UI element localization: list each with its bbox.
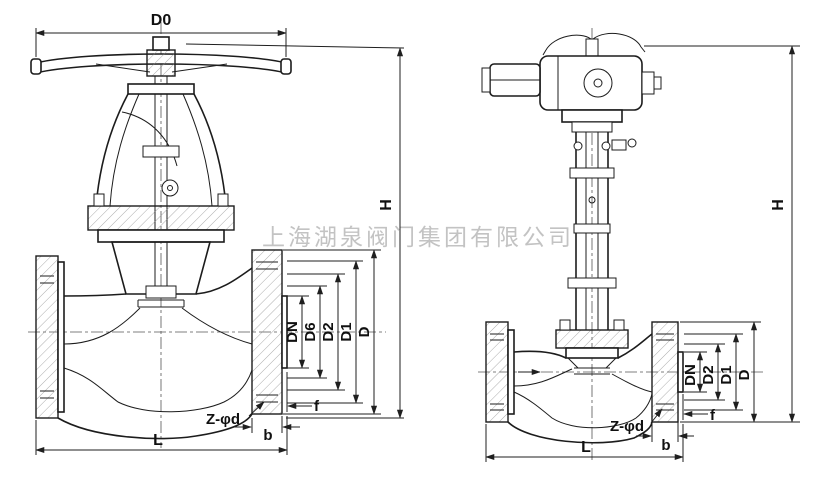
dim-label-d-left: D xyxy=(356,326,373,337)
dim-label-d-right: D xyxy=(736,369,753,380)
dim-label-d1-right: D1 xyxy=(718,365,735,384)
body-bottom xyxy=(507,421,653,444)
left-valve-drawing: D0 H DN D6 D2 D1 xyxy=(28,12,405,455)
bonnet-bolt xyxy=(613,319,625,331)
outlet-flange xyxy=(651,321,679,423)
dim-label-h-right: H xyxy=(770,199,787,211)
valve-disc xyxy=(145,285,177,299)
left-valve-dimensions: D0 H DN D6 D2 D1 xyxy=(35,12,405,455)
raised-face xyxy=(677,351,684,393)
dim-label-b-left: b xyxy=(263,427,272,444)
bonnet-bolt xyxy=(559,319,571,331)
dim-label-d2-right: D2 xyxy=(700,365,717,384)
actuator-housing xyxy=(539,55,643,111)
watermark-text: 上海湖泉阀门集团有限公司 xyxy=(262,224,574,250)
inlet-flange xyxy=(35,255,59,419)
right-valve-dimensions: H DN D2 D1 D f xyxy=(485,45,800,462)
actuator-knob xyxy=(641,71,655,95)
dim-label-b-right: b xyxy=(661,437,670,454)
position-indicator xyxy=(161,179,179,197)
bonnet-bolt xyxy=(217,193,229,207)
outlet-flange xyxy=(251,249,283,415)
right-valve-drawing: H DN D2 D1 D f xyxy=(478,28,800,462)
yoke xyxy=(95,83,227,207)
dim-label-l-right: L xyxy=(581,439,591,456)
dim-label-f-left: f xyxy=(314,398,320,415)
stem-nut xyxy=(152,36,170,51)
dim-label-dn-right: DN xyxy=(682,364,699,386)
bonnet-bolt xyxy=(93,193,105,207)
dim-label-l-left: L xyxy=(153,432,163,449)
inlet-flange xyxy=(485,321,509,423)
actuator-column xyxy=(561,109,637,330)
override-handle xyxy=(545,34,592,51)
dim-label-f-right: f xyxy=(710,407,716,424)
electric-actuator xyxy=(481,32,662,111)
dim-label-d6-left: D6 xyxy=(302,322,319,341)
handwheel xyxy=(30,36,292,77)
dim-label-dn-left: DN xyxy=(284,321,301,343)
raised-face xyxy=(281,295,288,369)
gland-flange xyxy=(142,145,180,158)
valve-body-left xyxy=(35,249,288,440)
dim-label-zd-right: Z-φd xyxy=(610,418,644,435)
dim-label-d1-left: D1 xyxy=(338,322,355,341)
valve-body-right xyxy=(485,321,684,444)
handwheel-hub xyxy=(146,49,176,77)
dim-label-d0: D0 xyxy=(151,12,172,29)
right-bonnet xyxy=(555,319,629,369)
dim-label-d2-left: D2 xyxy=(320,322,337,341)
dim-label-zd-left: Z-φd xyxy=(206,411,240,428)
body-bottom xyxy=(57,413,253,440)
dim-label-h-left: H xyxy=(378,199,395,211)
